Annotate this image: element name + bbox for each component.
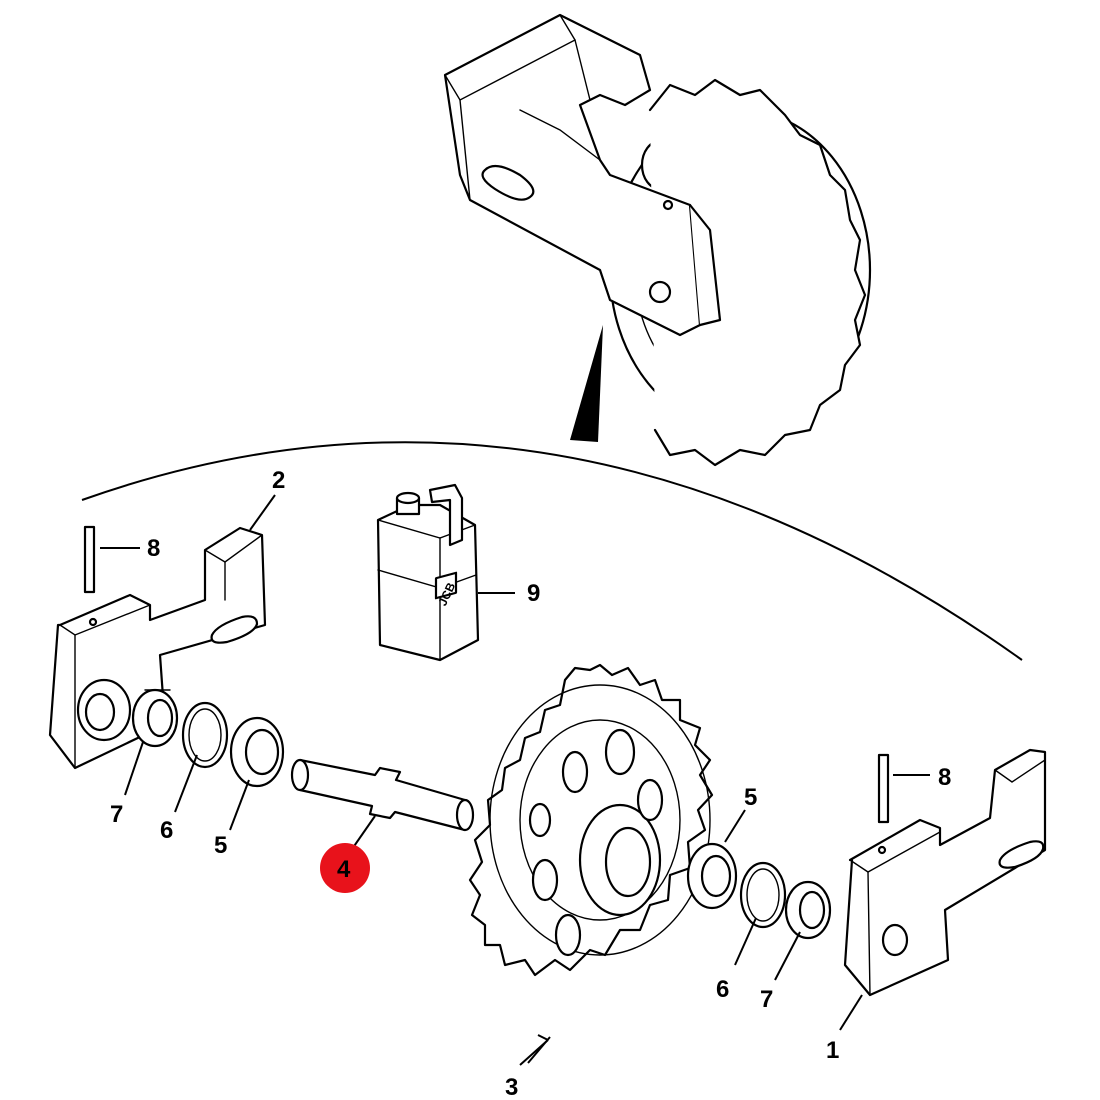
part-seal-left bbox=[131, 688, 179, 748]
part-pin-left bbox=[83, 525, 96, 594]
part-right-frame bbox=[843, 748, 1047, 997]
part-shaft bbox=[290, 758, 475, 832]
part-circlip-right bbox=[739, 861, 787, 929]
callout-9[interactable]: 9 bbox=[527, 580, 540, 607]
callout-2[interactable]: 2 bbox=[272, 467, 285, 494]
assembly-frame bbox=[443, 13, 722, 337]
part-left-frame bbox=[48, 526, 267, 770]
assembly-sprocket bbox=[608, 78, 872, 467]
callout-4[interactable]: 4 bbox=[337, 856, 351, 883]
callout-6-left[interactable]: 6 bbox=[160, 817, 173, 844]
detail-boundary-arc bbox=[81, 441, 1023, 661]
callout-8-left[interactable]: 8 bbox=[147, 535, 160, 562]
callout-4-highlight[interactable] bbox=[320, 843, 370, 893]
assembly-overview bbox=[443, 13, 872, 467]
part-sprocket bbox=[468, 663, 714, 977]
callout-7-right[interactable]: 7 bbox=[760, 986, 773, 1013]
callout-5-right[interactable]: 5 bbox=[744, 784, 757, 811]
callout-1[interactable]: 1 bbox=[826, 1037, 839, 1064]
part-seal-right bbox=[784, 880, 832, 940]
part-bearing-left bbox=[229, 716, 285, 788]
callout-8-right[interactable]: 8 bbox=[938, 764, 951, 791]
part-oil-container: JCB bbox=[376, 483, 480, 662]
part-circlip-left bbox=[181, 701, 229, 769]
part-pin-right bbox=[877, 753, 890, 824]
part-bearing-right bbox=[686, 842, 738, 910]
assembly-pointer bbox=[570, 325, 603, 442]
callout-5-left[interactable]: 5 bbox=[214, 832, 227, 859]
callouts: 2 8 9 7 6 5 4 3 5 6 7 8 1 bbox=[110, 467, 951, 1100]
callout-7-left[interactable]: 7 bbox=[110, 801, 123, 828]
callout-3[interactable]: 3 bbox=[505, 1074, 518, 1100]
callout-6-right[interactable]: 6 bbox=[716, 976, 729, 1003]
